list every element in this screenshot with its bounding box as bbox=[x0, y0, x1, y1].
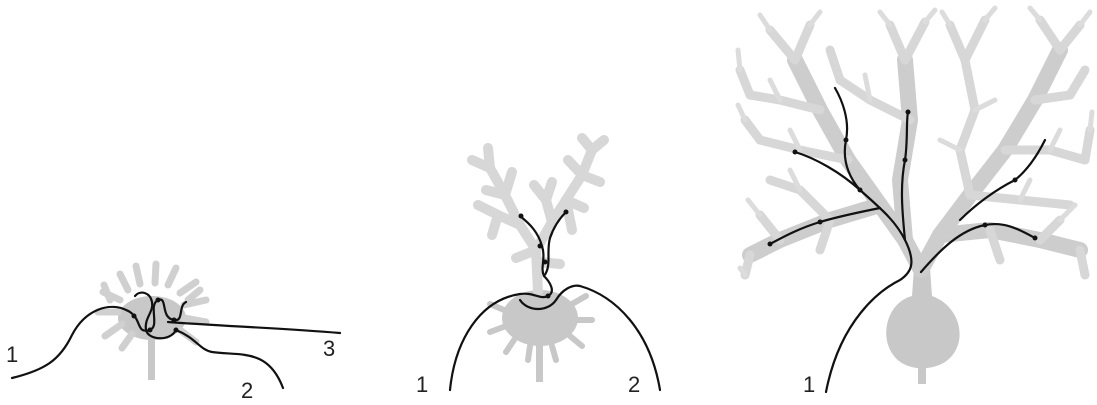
stage-middle-neuron: 1 2 bbox=[416, 138, 660, 397]
stage-early-neuron: 1 2 3 bbox=[6, 264, 340, 403]
stage-mature-neuron: 1 bbox=[738, 8, 1092, 397]
stage-mature-label-1: 1 bbox=[803, 372, 815, 397]
stage-middle-label-1: 1 bbox=[416, 372, 428, 397]
stage-early-label-2: 2 bbox=[241, 378, 253, 403]
stage-middle-label-2: 2 bbox=[628, 372, 640, 397]
stage-early-label-3: 3 bbox=[323, 336, 335, 361]
stage-early-label-1: 1 bbox=[6, 342, 18, 367]
